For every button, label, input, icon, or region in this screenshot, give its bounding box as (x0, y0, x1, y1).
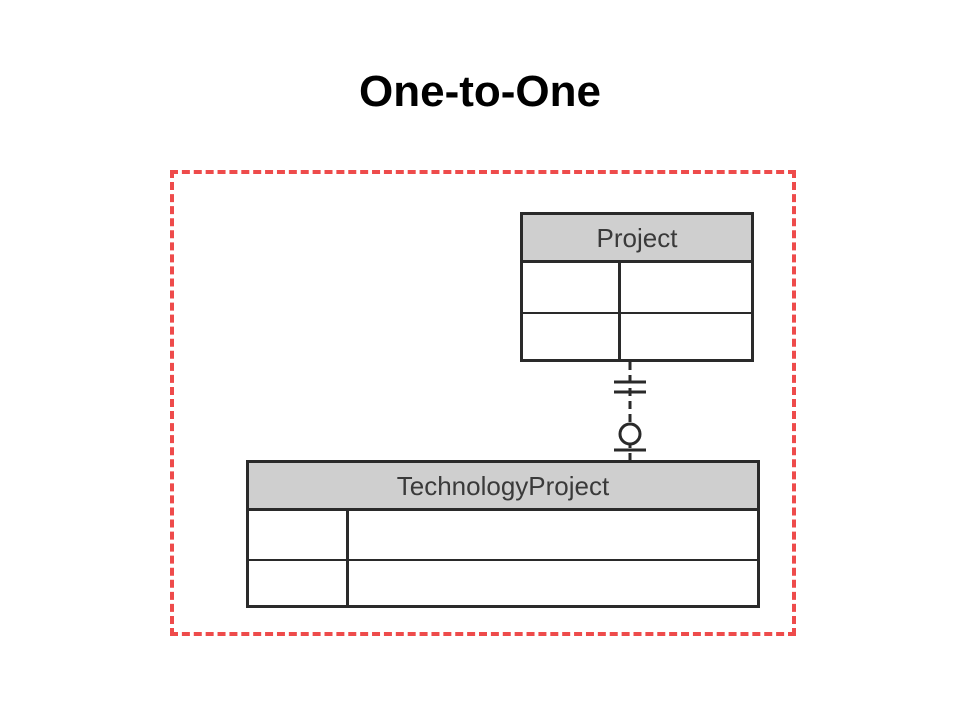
entity-project-attr-cell (621, 263, 751, 312)
entity-technology-project-row (249, 511, 757, 559)
relationship-connector (614, 362, 646, 460)
entity-project-row (523, 263, 751, 312)
cardinality-zero-circle (618, 422, 642, 446)
entity-project-row (523, 312, 751, 361)
entity-technology-project: TechnologyProject (246, 460, 760, 608)
entity-project-attr-cell (621, 314, 751, 361)
entity-project-header: Project (523, 215, 751, 263)
entity-technology-project-key-cell (249, 511, 349, 559)
diagram-frame (170, 170, 796, 636)
entity-technology-project-attr-cell (349, 561, 757, 607)
entity-project-key-cell (523, 263, 621, 312)
entity-project: Project (520, 212, 754, 362)
entity-technology-project-key-cell (249, 561, 349, 607)
entity-technology-project-header: TechnologyProject (249, 463, 757, 511)
entity-technology-project-row (249, 559, 757, 607)
entity-technology-project-attr-cell (349, 511, 757, 559)
slide-title: One-to-One (359, 67, 601, 116)
entity-project-key-cell (523, 314, 621, 361)
